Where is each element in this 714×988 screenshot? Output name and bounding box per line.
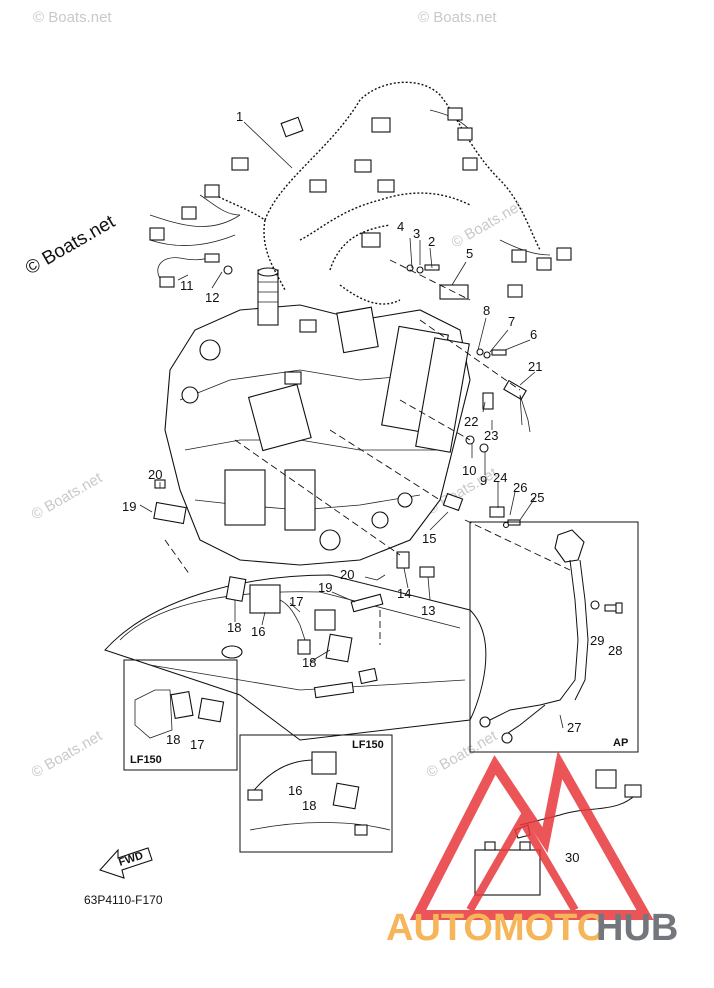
watermark-bottom-left: © Boats.net	[29, 727, 106, 781]
battery-cable-30	[474, 769, 642, 896]
callout-18-center: 18	[302, 655, 316, 670]
watermark-mid-right: © Boats.net	[449, 197, 526, 251]
callout-23: 23	[484, 428, 498, 443]
callout-labels: 1 2 3 4 5 6 7 8 9 10 11 12 13 14 15 16 1…	[122, 109, 622, 865]
callout-22: 22	[464, 414, 478, 429]
temp-sensor	[157, 253, 233, 288]
callout-24: 24	[493, 470, 507, 485]
logo-text-automoto: AUTOMOTO	[386, 907, 606, 949]
watermark-top-left: © Boats.net	[33, 9, 112, 26]
inset-left-callout-17: 17	[190, 737, 204, 752]
inset-lf150-left-title: LF150	[130, 754, 162, 766]
watermark-boats-net: © Boats.net	[22, 211, 119, 279]
callout-8: 8	[483, 303, 490, 318]
logo-text-hub: HUB	[596, 907, 678, 949]
callout-3: 3	[413, 226, 420, 241]
callout-11: 11	[180, 278, 194, 293]
callout-4: 4	[397, 219, 404, 234]
callout-17: 17	[289, 594, 303, 609]
callout-6: 6	[530, 327, 537, 342]
automotohub-logo: AUTOMOTO HUB	[386, 750, 678, 949]
callout-25: 25	[530, 490, 544, 505]
callout-2: 2	[428, 234, 435, 249]
callout-30: 30	[565, 850, 579, 865]
inset-lf150-right: 16 18 LF150	[239, 734, 393, 853]
inset-lf150-left: 18 17 LF150	[123, 659, 238, 771]
callout-13: 13	[421, 603, 435, 618]
callout-18: 18	[227, 620, 241, 635]
logo-triangle-icon	[409, 750, 654, 920]
callout-15: 15	[422, 531, 436, 546]
diagram-code: 63P4110-F170	[84, 893, 163, 907]
inset-right-callout-18: 18	[302, 798, 316, 813]
watermark-mid-left: © Boats.net	[29, 469, 106, 523]
callout-28: 28	[608, 643, 622, 658]
callout-27: 27	[567, 720, 581, 735]
callout-29: 29	[590, 633, 604, 648]
callout-1: 1	[236, 109, 243, 124]
callout-20: 20	[340, 567, 354, 582]
engine-block	[164, 267, 471, 566]
callout-12: 12	[205, 290, 219, 305]
inset-lf150-right-title: LF150	[352, 739, 384, 751]
callout-26: 26	[513, 480, 527, 495]
callout-7: 7	[508, 314, 515, 329]
inset-ap-title: AP	[613, 737, 628, 749]
inset-lf150-left-frame	[123, 659, 238, 771]
callout-14: 14	[397, 586, 411, 601]
callout-10: 10	[462, 463, 476, 478]
callout-19: 19	[318, 580, 332, 595]
inset-lf150-right-frame	[239, 734, 393, 853]
inset-ap-frame	[469, 521, 639, 753]
rectifier-group	[221, 576, 353, 663]
callout-20-left: 20	[148, 467, 162, 482]
inset-left-callout-18: 18	[166, 732, 180, 747]
callout-5: 5	[466, 246, 473, 261]
inset-ap: AP	[469, 521, 639, 753]
lower-cowling	[104, 574, 487, 741]
inset-right-callout-16: 16	[288, 783, 302, 798]
callout-9: 9	[480, 473, 487, 488]
leader-lines	[139, 121, 571, 663]
callout-16: 16	[251, 624, 265, 639]
fwd-arrow: FWD	[99, 847, 153, 879]
callout-19-left: 19	[122, 499, 136, 514]
watermark-top-right: © Boats.net	[418, 9, 497, 26]
callout-21: 21	[528, 359, 542, 374]
